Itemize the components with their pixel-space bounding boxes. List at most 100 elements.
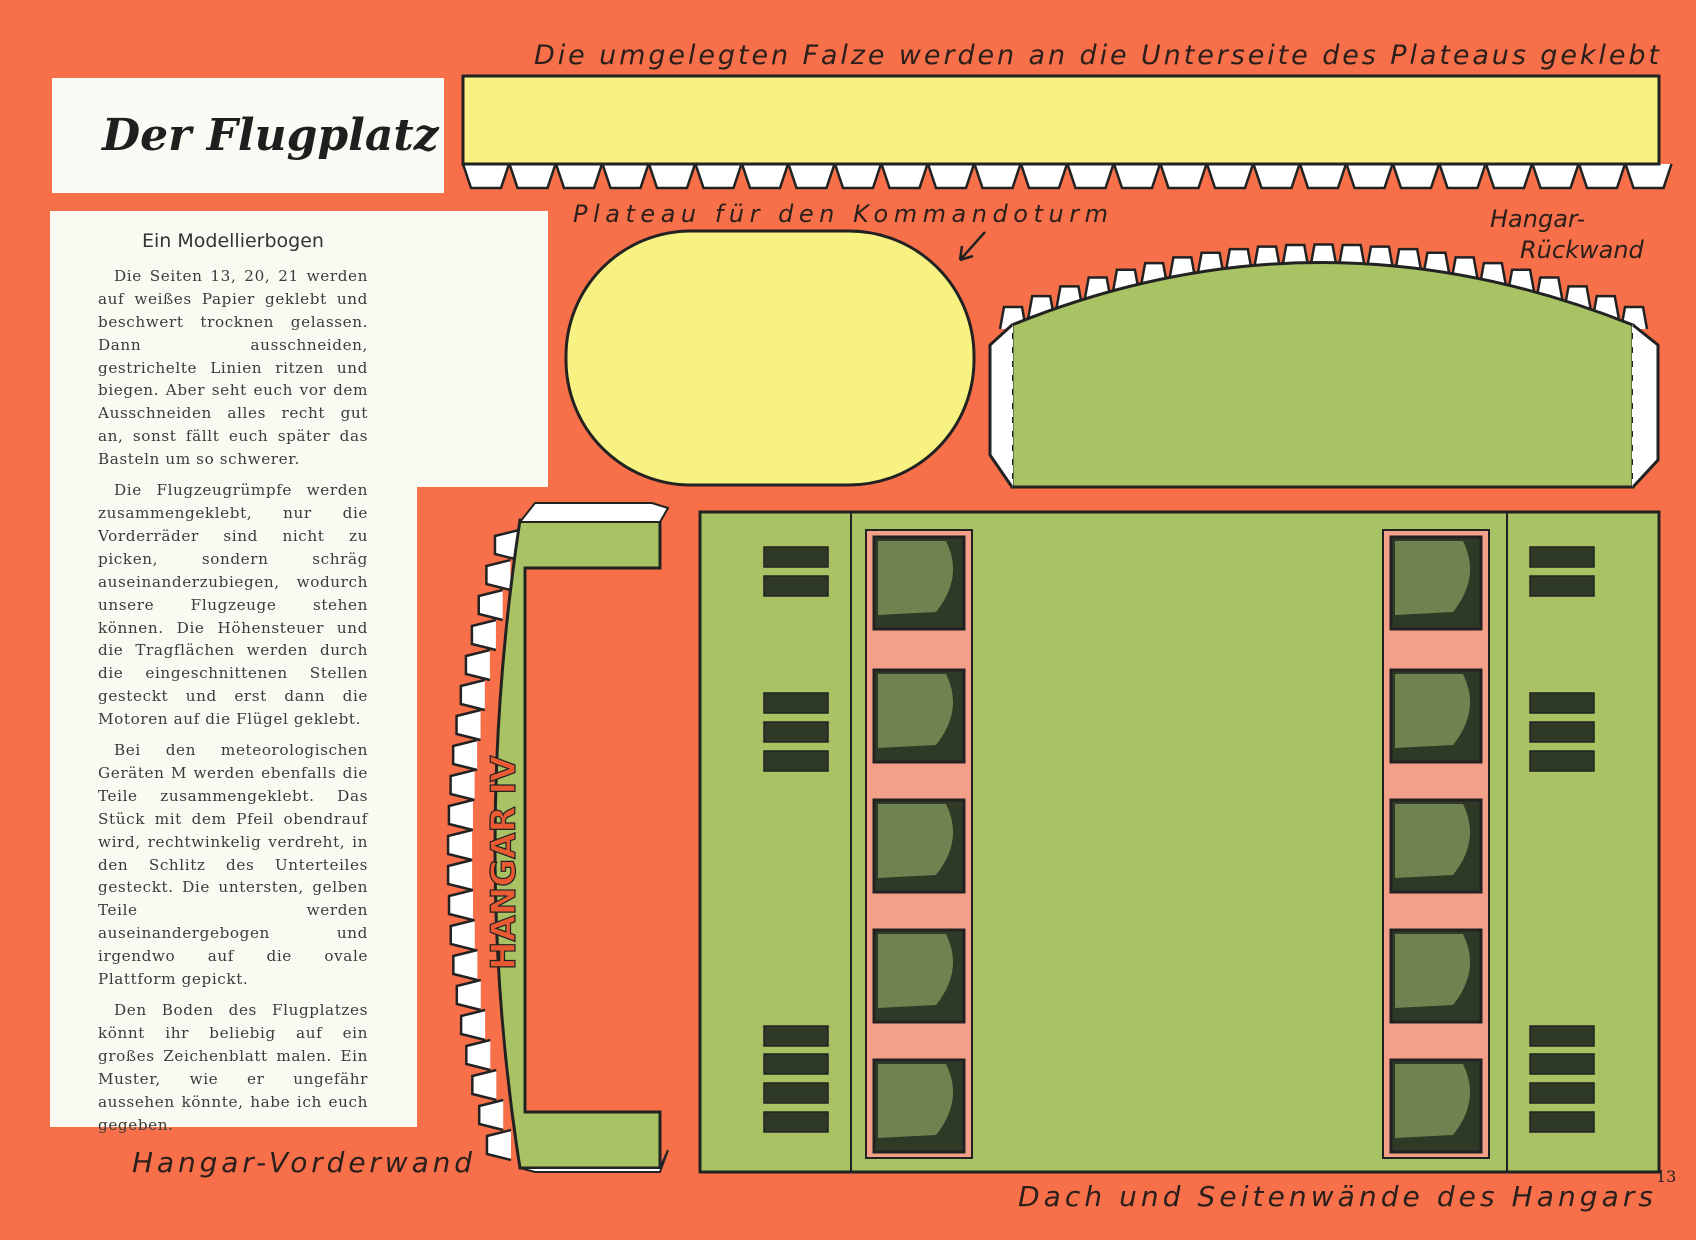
glue-tab <box>449 918 476 952</box>
vent <box>1529 750 1595 772</box>
back-wall-tabs <box>998 243 1649 330</box>
glue-tab <box>485 558 511 592</box>
glue-tab <box>452 948 478 982</box>
glue-tab <box>1577 163 1627 190</box>
vent <box>763 750 829 772</box>
instructions: Ein Modellierbogen Die Seiten 13, 20, 21… <box>98 230 368 1144</box>
vent <box>1529 1111 1595 1133</box>
plateau-strip-tabs <box>461 163 1673 190</box>
front-wall-label: Hangar-Vorderwand <box>132 1146 472 1179</box>
back-wall-label: Hangar- <box>1490 205 1585 233</box>
vent <box>763 721 829 743</box>
glue-tab <box>647 163 697 190</box>
glue-tab <box>471 1068 497 1102</box>
glue-tab <box>485 1128 512 1162</box>
front-wall-tabs <box>446 528 520 1162</box>
vent <box>763 1025 829 1047</box>
window-reflection <box>1395 804 1471 878</box>
glue-tab <box>508 163 557 190</box>
vent <box>1529 1053 1595 1075</box>
glue-tab <box>1298 163 1348 190</box>
glue-tab <box>459 1008 486 1042</box>
plateau-label: Plateau für den Kommandoturm <box>573 200 1108 228</box>
glue-tab <box>740 163 790 190</box>
glue-tab <box>449 768 475 802</box>
strip-label: Die umgelegten Falze werden an die Unter… <box>534 40 1660 71</box>
glue-tab <box>477 588 504 622</box>
vent <box>1529 546 1595 568</box>
glue-tab <box>787 163 836 190</box>
glue-tab <box>1391 163 1441 190</box>
glue-tab <box>926 163 976 190</box>
arrow-icon <box>958 231 986 262</box>
glue-tab <box>451 738 478 772</box>
hangar-back-wall <box>1010 261 1635 489</box>
glue-tab <box>1112 163 1162 190</box>
window-reflection <box>1395 1064 1471 1138</box>
glue-tab <box>1252 163 1301 190</box>
hangar-roof <box>698 510 1661 1174</box>
glue-tab <box>446 828 473 862</box>
window-reflection <box>878 804 954 878</box>
glue-tab <box>694 163 743 190</box>
roof-windows <box>763 529 1595 1159</box>
window-reflection <box>878 934 954 1008</box>
glue-tab <box>477 1098 504 1132</box>
glue-tab <box>1205 163 1255 190</box>
glue-tab <box>493 528 520 562</box>
page-number: 13 <box>1656 1167 1676 1186</box>
instructions-paragraph: Die Flugzeugrümpfe werden zusammengekleb… <box>98 481 368 729</box>
glue-tab <box>833 163 883 190</box>
vent <box>763 1053 829 1075</box>
window-reflection <box>1395 541 1471 615</box>
glue-tab <box>464 648 491 682</box>
vent <box>763 692 829 714</box>
glue-tab <box>1531 163 1580 190</box>
window-reflection <box>878 541 954 615</box>
glue-tab <box>447 798 474 832</box>
roof-label: Dach und Seitenwände des Hangars <box>1018 1180 1653 1213</box>
hangar-name: HANGAR IV <box>484 755 524 970</box>
vent <box>1529 1025 1595 1047</box>
instructions-paragraph: Bei den meteorologischen Geräten M werde… <box>98 741 368 989</box>
glue-tab <box>1345 163 1394 190</box>
glue-tab <box>459 678 486 712</box>
vent <box>763 546 829 568</box>
back-wall-label: Rückwand <box>1520 236 1645 264</box>
glue-tab <box>470 618 497 652</box>
glue-tab <box>1019 163 1069 190</box>
hangar-front-wall <box>493 518 662 1170</box>
window-reflection <box>1395 934 1471 1008</box>
glue-tab <box>601 163 650 190</box>
text-panel <box>50 211 417 1127</box>
glue-tab <box>1159 163 1208 190</box>
glue-tab <box>1624 163 1673 190</box>
plateau-strip <box>461 74 1661 166</box>
glue-tab <box>880 163 929 190</box>
glue-tab <box>447 888 474 922</box>
vent <box>763 575 829 597</box>
window-reflection <box>878 674 954 748</box>
vent <box>763 1111 829 1133</box>
glue-tab <box>461 163 511 190</box>
instructions-paragraph: Den Boden des Flugplatzes könnt ihr beli… <box>98 1001 368 1134</box>
glue-tab <box>1438 163 1487 190</box>
instructions-paragraph: Die Seiten 13, 20, 21 werden auf weißes … <box>98 266 368 469</box>
plateau-oval <box>564 229 976 487</box>
glue-tab <box>455 978 482 1012</box>
glue-tab <box>446 858 473 892</box>
instructions-heading: Ein Modellierbogen <box>142 230 324 252</box>
vent <box>763 1082 829 1104</box>
vent <box>1529 575 1595 597</box>
glue-tab <box>465 1038 491 1072</box>
glue-tab <box>973 163 1022 190</box>
glue-tab <box>1484 163 1534 190</box>
vent <box>1529 721 1595 743</box>
glue-tab <box>455 708 481 742</box>
glue-tab <box>554 163 604 190</box>
window-reflection <box>878 1064 954 1138</box>
page-title: Der Flugplatz <box>102 110 439 161</box>
vent <box>1529 1082 1595 1104</box>
glue-tab <box>1066 163 1115 190</box>
